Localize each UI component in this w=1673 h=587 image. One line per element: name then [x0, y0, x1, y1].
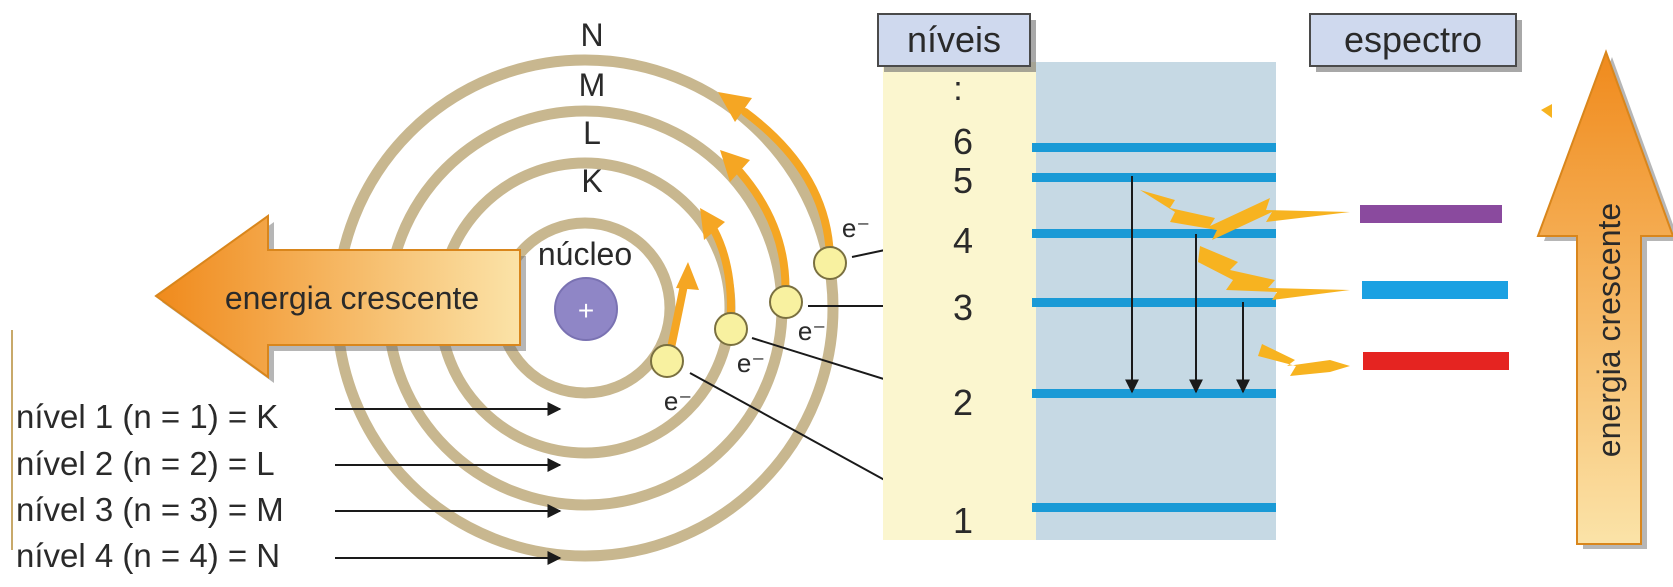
shell-label-n: N	[580, 17, 603, 53]
spectrum-line-blue	[1362, 281, 1508, 299]
level-number-1: 1	[953, 500, 973, 541]
energy-level-lines	[1032, 143, 1276, 512]
shell-label-k: K	[581, 163, 602, 199]
level-number-5: 5	[953, 160, 973, 201]
spectrum-title-box: espectro	[1309, 13, 1522, 72]
levels-column	[883, 62, 1036, 540]
energy-line-4	[1032, 229, 1276, 238]
electron-4	[813, 246, 847, 280]
spectrum-line-red	[1363, 352, 1509, 370]
electron-label-1: e⁻	[664, 386, 692, 416]
electron-2	[714, 312, 748, 346]
electron-3	[769, 285, 803, 319]
energy-arrow-left-label: energia crescente	[225, 280, 479, 316]
jump-arrow-3	[736, 168, 790, 304]
energy-arrow-right: energia crescente	[1536, 49, 1673, 549]
energy-line-6	[1032, 143, 1276, 152]
level-number-3: 3	[953, 287, 973, 328]
level-row-1: nível 1 (n = 1) = K	[16, 398, 278, 435]
photon-bolts	[1140, 190, 1350, 376]
level-number-6: 6	[953, 121, 973, 162]
level-number-2: 2	[953, 382, 973, 423]
levels-ellipsis: :	[953, 70, 962, 108]
jump-arrowhead-3	[720, 150, 750, 182]
level-row-3: nível 3 (n = 3) = M	[16, 491, 284, 528]
level-row-4: nível 4 (n = 4) = N	[16, 537, 280, 574]
energy-line-3	[1032, 298, 1276, 307]
electron-1	[650, 344, 684, 378]
level-row-2: nível 2 (n = 2) = L	[16, 445, 275, 482]
jump-arrowhead-1	[676, 262, 699, 290]
jump-arrowhead-4	[718, 92, 752, 122]
energy-line-1	[1032, 503, 1276, 512]
small-spark-icon	[1541, 104, 1552, 118]
nucleus-plus: +	[578, 295, 594, 326]
photon-bolt-1	[1140, 190, 1350, 240]
jump-arrowhead-2	[700, 208, 725, 240]
level-number-4: 4	[953, 220, 973, 261]
photon-bolt-3	[1258, 344, 1350, 376]
photon-bolt-2	[1198, 246, 1350, 300]
electron-label-2: e⁻	[737, 348, 765, 378]
spectrum-lines	[1360, 205, 1509, 370]
energy-arrow-right-label: energia crescente	[1591, 203, 1627, 457]
electron-label-3: e⁻	[798, 316, 826, 346]
transition-arrowheads	[676, 92, 752, 290]
level-rows: nível 1 (n = 1) = K nível 2 (n = 2) = L …	[11, 330, 562, 574]
jump-arrow-4	[741, 108, 834, 266]
levels-title-box: níveis	[877, 13, 1036, 72]
spectrum-line-violet	[1360, 205, 1502, 223]
shell-label-m: M	[579, 67, 606, 103]
levels-title: níveis	[907, 19, 1001, 60]
electron-label-4: e⁻	[842, 213, 870, 243]
emission-transitions	[1125, 176, 1250, 394]
shell-label-l: L	[583, 115, 601, 151]
energy-line-2	[1032, 389, 1276, 398]
nucleus-label: núcleo	[538, 236, 632, 272]
spectrum-title: espectro	[1344, 19, 1482, 60]
nucleus	[554, 277, 618, 341]
energy-arrow-left: energia crescente	[154, 214, 526, 383]
energy-line-5	[1032, 173, 1276, 182]
electrons: e⁻ e⁻ e⁻ e⁻	[650, 213, 870, 416]
